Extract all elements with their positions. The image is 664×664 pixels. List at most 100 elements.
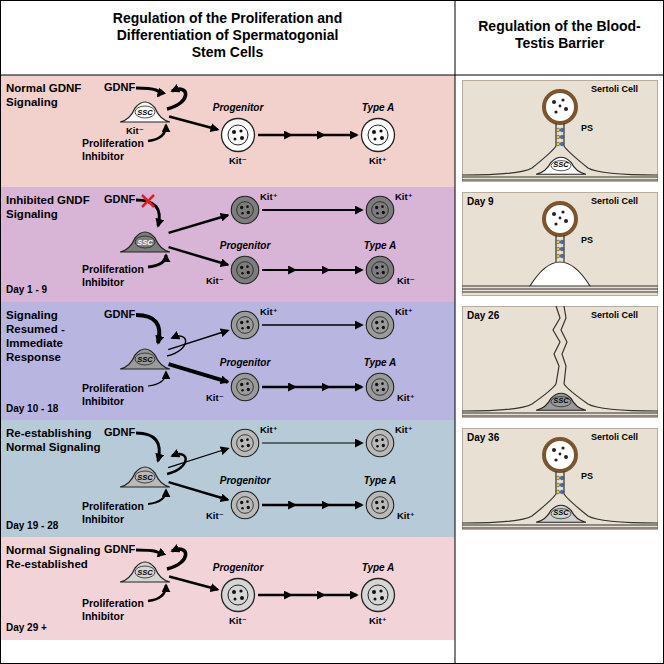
drawing-stroke: [167, 454, 186, 474]
cell-shape: [230, 372, 260, 402]
drawing-stroke: [561, 210, 564, 213]
cell-shape: [360, 577, 396, 613]
label: GDNF: [104, 193, 144, 206]
cell-shape: [365, 490, 395, 520]
drawing-stroke: [559, 453, 562, 456]
drawing-stroke: [560, 128, 564, 132]
label: Kit⁺: [397, 392, 427, 404]
drawing-stroke: [530, 262, 590, 286]
connector-arrow: [262, 386, 362, 389]
label: SSC: [120, 473, 170, 482]
drawing-stroke: [556, 142, 560, 146]
label: Proliferation Inhibitor: [82, 597, 152, 623]
cell-shape: [220, 577, 256, 613]
drawing-stroke: [560, 240, 564, 244]
label: GDNF: [104, 308, 144, 321]
drawing-stroke: [554, 458, 557, 461]
label: Normal GDNF Signaling: [6, 81, 102, 109]
cell-shape: [230, 310, 260, 340]
drawing-stroke: [556, 247, 560, 251]
drawing-stroke: [544, 439, 576, 471]
germ-cell: Kit⁺: [365, 428, 395, 458]
drawing-stroke: [564, 107, 568, 111]
drawing-stroke: [556, 490, 560, 494]
drawing-stroke: [136, 550, 159, 556]
label: Proliferation Inhibitor: [82, 137, 152, 163]
drawing-stroke: [462, 471, 658, 523]
germ-cell: Kit⁺: [230, 195, 260, 225]
drawing-stroke: [561, 446, 564, 449]
drawing-stroke: [560, 135, 564, 139]
label: Kit⁺: [395, 306, 425, 318]
label: Progenitor: [206, 102, 270, 114]
signaling-band: Normal Signaling Re-establishedDay 29 +G…: [0, 537, 455, 640]
connector-arrow: [169, 577, 218, 590]
label: Regulation of the Proliferation and Diff…: [105, 10, 350, 61]
drawing-stroke: [556, 240, 560, 244]
label: Kit⁻: [206, 510, 230, 522]
stem-cell: SSC: [536, 389, 586, 411]
cell-shape: [365, 428, 395, 458]
connector-arrow: [169, 247, 228, 265]
label: Sertoli Cell: [591, 432, 657, 443]
label: SSC: [120, 568, 170, 577]
drawing-stroke: [559, 105, 562, 108]
germ-cell: Kit⁺: [365, 195, 395, 225]
connector-arrow: [258, 594, 357, 597]
drawing-stroke: [556, 128, 564, 494]
drawing-stroke: [148, 125, 166, 141]
label: SSC: [536, 508, 586, 517]
stem-cell: SSC: [536, 501, 586, 523]
label: Kit⁻: [206, 392, 230, 404]
label: Kit⁻: [229, 155, 259, 167]
drawing-stroke: [559, 217, 562, 220]
drawing-stroke: [462, 91, 658, 528]
drawing-stroke: [136, 315, 159, 343]
drawing-stroke: [560, 476, 564, 480]
signaling-band: Inhibited GNDF SignalingDay 1 - 9GDNFPro…: [0, 187, 455, 302]
germ-cell: Type AKit⁺: [365, 372, 395, 402]
drawing-stroke: [556, 254, 560, 258]
label: PS: [581, 123, 601, 134]
drawing-stroke: [148, 372, 166, 386]
drawing-stroke: [136, 200, 159, 226]
cell-shape: [230, 428, 260, 458]
label: Day 29 +: [6, 622, 96, 634]
signaling-band: Signaling Resumed - Immediate ResponseDa…: [0, 302, 455, 420]
drawing-stroke: [136, 88, 159, 96]
label: Kit⁺: [369, 155, 399, 167]
label: SSC: [536, 160, 586, 169]
cell-shape: [230, 490, 260, 520]
germ-cell: ProgenitorKit⁻: [230, 372, 260, 402]
cell-shape: [230, 255, 260, 285]
drawing-stroke: [455, 0, 456, 664]
label: Re-establishing Normal Signaling: [6, 426, 102, 454]
cell-shape: [365, 255, 395, 285]
label: SSC: [536, 396, 586, 405]
drawing-stroke: [552, 448, 556, 452]
drawing-stroke: [136, 433, 159, 461]
cell-shape: [220, 117, 256, 153]
connector-arrow: [262, 269, 362, 271]
drawing-stroke: [554, 110, 557, 113]
connector-arrow: [258, 134, 357, 137]
connector-arrow: [169, 215, 228, 233]
stem-cell: SSC: [120, 344, 170, 370]
label: SSC: [120, 108, 170, 117]
drawing-stroke: [142, 195, 154, 207]
drawing-stroke: [553, 306, 567, 384]
label: Day 36: [467, 432, 517, 444]
drawing-stroke: [560, 254, 564, 258]
label: Kit⁺: [395, 191, 425, 203]
drawing-stroke: [552, 98, 568, 461]
label: Type A: [350, 102, 406, 114]
drawing-stroke: [142, 195, 154, 207]
drawing-stroke: [560, 483, 564, 487]
drawing-stroke: [560, 490, 564, 494]
label: Kit⁻: [126, 125, 156, 137]
drawing-stroke: [462, 177, 658, 180]
label: Signaling Resumed - Immediate Response: [6, 308, 102, 364]
drawing-stroke: [462, 525, 658, 528]
